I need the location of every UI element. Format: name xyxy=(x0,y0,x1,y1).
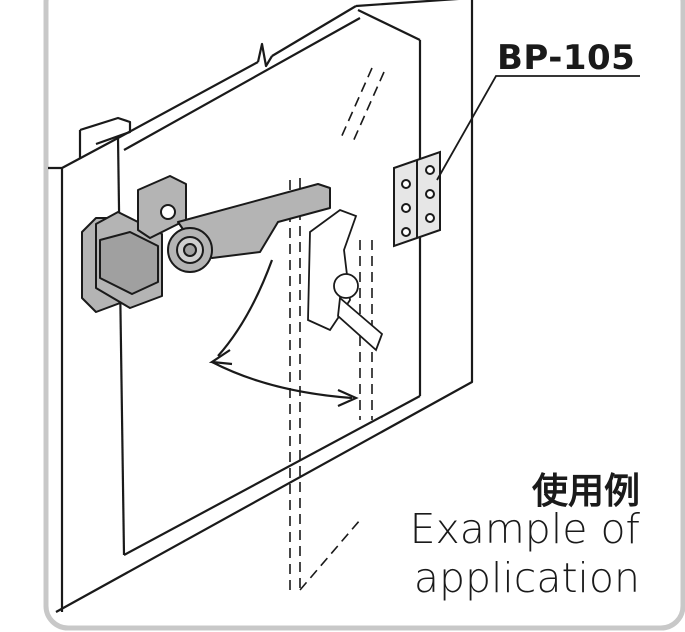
cabinet-outline xyxy=(48,0,474,613)
rotation-arrow xyxy=(208,259,359,408)
caption-english-line2: application xyxy=(413,554,640,602)
part-number-label: BP-105 xyxy=(497,38,636,78)
hinge-plate xyxy=(393,150,441,248)
diagram-frame xyxy=(43,0,685,631)
caption-english-line1: Example of xyxy=(409,505,640,553)
part-leader-line xyxy=(436,75,640,181)
latch-hardware xyxy=(81,175,331,313)
phantom-latch-body xyxy=(307,208,384,352)
caption-japanese: 使用例 xyxy=(531,471,640,512)
